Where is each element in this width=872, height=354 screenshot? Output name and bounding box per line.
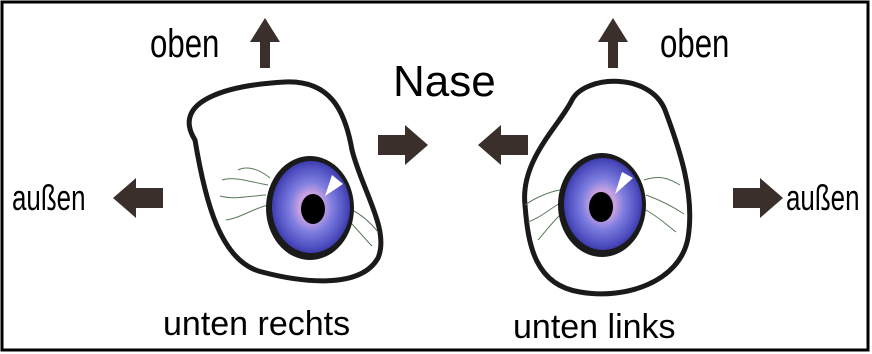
label-oben-right: oben — [660, 24, 729, 64]
label-unten-links: unten links — [513, 310, 676, 344]
arrow-up-left-icon — [250, 18, 280, 68]
label-aussen-left: außen — [12, 180, 85, 216]
left-pupil — [301, 194, 325, 224]
arrow-outward-right-icon — [733, 178, 783, 218]
label-nase: Nase — [393, 60, 496, 104]
arrow-nose-left-icon — [478, 125, 528, 165]
arrow-nose-right-icon — [378, 125, 428, 165]
arrow-outward-left-icon — [113, 178, 163, 218]
right-eye — [525, 81, 690, 294]
frame-border — [2, 2, 868, 350]
label-unten-rechts: unten rechts — [163, 307, 350, 341]
label-oben-left: oben — [150, 24, 219, 64]
left-eye — [189, 82, 381, 281]
label-aussen-right: außen — [786, 180, 859, 216]
arrow-up-right-icon — [598, 18, 628, 68]
right-pupil — [589, 192, 613, 222]
